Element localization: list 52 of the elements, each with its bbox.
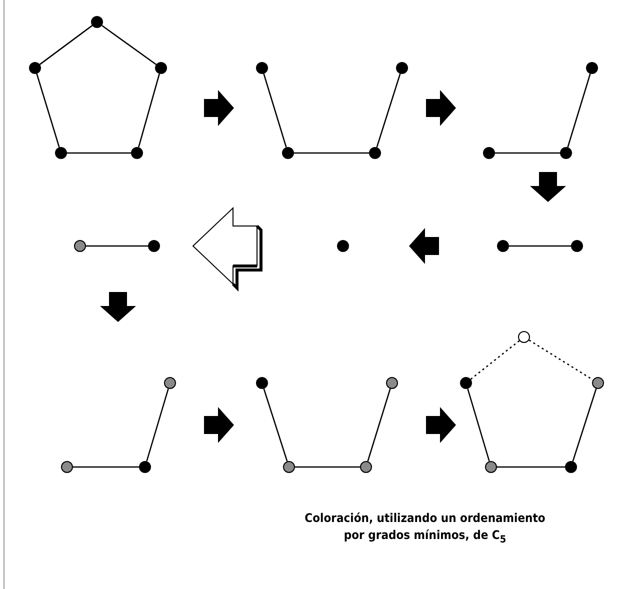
graph-vertex — [369, 147, 381, 159]
graph-vertex — [396, 62, 408, 74]
graph-vertex — [485, 461, 497, 473]
graph-edge — [263, 74, 287, 148]
graph-vertex — [586, 62, 598, 74]
graph-vertex — [256, 377, 268, 389]
graph-vertex — [571, 240, 583, 252]
graph-vertex — [283, 461, 295, 473]
graph-edge — [470, 340, 520, 380]
graph-vertex — [131, 147, 143, 159]
graph-edge — [138, 74, 160, 148]
graph-vertex — [483, 147, 495, 159]
graph-vertex — [164, 377, 176, 389]
graph-edge — [367, 388, 391, 462]
graph-vertex — [61, 461, 73, 473]
graph-vertex — [55, 147, 67, 159]
graph-edge — [497, 466, 565, 468]
graph-vertex — [74, 240, 86, 252]
graph-vertex — [139, 461, 151, 473]
graph-edge — [509, 245, 571, 247]
graph-vertex — [460, 377, 472, 389]
graph-edge — [36, 74, 60, 148]
graph-vertex — [518, 331, 530, 343]
graph-vertex — [360, 461, 372, 473]
graph-edge — [528, 340, 594, 380]
graph-vertex — [386, 377, 398, 389]
graph-vertex — [91, 16, 103, 28]
graph-edge — [263, 388, 288, 462]
graph-edge — [102, 24, 156, 66]
graph-edge — [376, 74, 401, 148]
graph-edge — [495, 152, 560, 154]
graph-vertex — [282, 147, 294, 159]
graph-edge — [294, 152, 369, 154]
figure-caption: Coloración, utilizando un ordenamiento por grados mínimos, de C$_{5}$ — [304, 510, 546, 548]
graph-vertex — [155, 62, 167, 74]
graph-vertex — [29, 62, 41, 74]
graph-vertex — [256, 62, 268, 74]
graph-edge — [73, 466, 139, 468]
graph-edge — [146, 388, 169, 462]
graph-edge — [86, 245, 148, 247]
graph-edge — [567, 74, 591, 148]
graph-vertex — [148, 240, 160, 252]
graph-vertex — [592, 377, 604, 389]
graph-edge — [295, 466, 360, 468]
graph-vertex — [337, 240, 349, 252]
graph-edge — [467, 388, 490, 462]
graph-edge — [39, 25, 93, 65]
graph-edge — [67, 152, 131, 154]
graph-edge — [572, 388, 597, 462]
graph-vertex — [497, 240, 509, 252]
graph-vertex — [565, 461, 577, 473]
graph-vertex — [560, 147, 572, 159]
